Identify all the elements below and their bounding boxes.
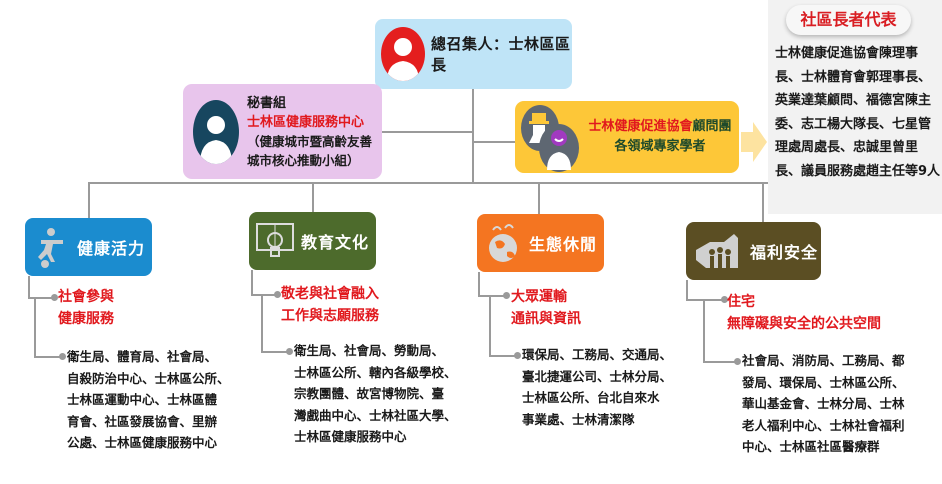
advisory-org: 士林健康促進協會: [588, 119, 693, 134]
category-label: 教育文化: [301, 233, 370, 252]
agency-line: 灣戲曲中心、士林社區大學、: [294, 407, 457, 423]
connector-line: [762, 182, 764, 222]
connector-line: [489, 296, 491, 356]
connector-dot: [503, 292, 510, 299]
agency-line: 社會局、消防局、工務局、都: [742, 353, 905, 368]
category-agencies: 衛生局、社會局、勞動局、 士林區公所、轄內各級學校、 宗教團體、故宮博物院、臺 …: [294, 340, 457, 448]
secretariat-org: 士林區健康服務中心: [247, 114, 365, 130]
advisory-line2: 各領域專家學者: [614, 139, 706, 154]
secretariat-note-line2: 城市核心推動小組）: [247, 152, 360, 168]
category-label: 健康活力: [77, 239, 146, 258]
agency-line: 中心、士林區社區醫療群: [742, 439, 880, 454]
connector-dot: [274, 291, 281, 298]
person-avatar-icon: [193, 99, 239, 164]
category-focus: 敬老與社會融入 工作與志願服務: [281, 283, 379, 327]
connector-line: [261, 295, 263, 351]
category-agencies: 環保局、工務局、交通局、 臺北捷運公司、士林分局、 士林區公所、台北自來水 事業…: [522, 344, 672, 430]
convener-node: 總召集人：士林區區長: [375, 19, 572, 89]
secretariat-title: 秘書組: [247, 95, 287, 111]
category-focus: 社會參與 健康服務: [58, 286, 114, 330]
category-label: 福利安全: [750, 243, 819, 262]
focus-line: 工作與志願服務: [281, 308, 379, 324]
category-focus: 住宅 無障礙與安全的公共空間: [727, 291, 881, 335]
category-education-culture: 教育文化: [249, 212, 376, 270]
focus-line: 無障礙與安全的公共空間: [727, 316, 881, 332]
agency-line: 育會、社區發展協會、里辦: [67, 413, 218, 429]
person-avatar-icon: [381, 27, 425, 81]
focus-line: 敬老與社會融入: [281, 286, 379, 302]
agency-line: 臺北捷運公司、士林分局、: [522, 368, 673, 384]
connector-line: [88, 182, 90, 218]
advisory-node: 士林健康促進協會顧問團 各領域專家學者: [515, 101, 739, 173]
agency-line: 士林區運動中心、士林區體: [67, 392, 218, 407]
connector-line: [261, 351, 287, 353]
category-ecology-leisure: 生態休閒: [477, 214, 604, 272]
category-welfare-safety: 福利安全: [686, 222, 821, 280]
running-soccer-icon: [38, 228, 63, 268]
connector-line: [88, 182, 854, 184]
category-agencies: 社會局、消防局、工務局、都 發局、環保局、士林區公所、 華山基金會、士林分局、士…: [742, 350, 905, 458]
elders-panel: 社區長者代表 士林健康促進協會陳理事長、士林體育會郭理事長、英業達葉顧問、福德宮…: [768, 0, 942, 214]
category-label: 生態休閒: [529, 235, 598, 254]
agency-line: 自殺防治中心、士林區公所、: [67, 370, 230, 386]
agency-line: 環保局、工務局、交通局、: [522, 347, 673, 362]
agency-line: 發局、環保局、士林區公所、: [742, 374, 905, 390]
focus-line: 通訊與資訊: [511, 311, 581, 327]
category-agencies: 衛生局、體育局、社會局、 自殺防治中心、士林區公所、 士林區運動中心、士林區體 …: [67, 346, 230, 454]
secretariat-node: 秘書組 士林區健康服務中心 （健康城市暨高齡友善 城市核心推動小組）: [183, 84, 382, 179]
connector-line: [478, 295, 504, 297]
agency-line: 衛生局、體育局、社會局、: [67, 349, 218, 364]
connector-line: [703, 361, 735, 363]
connector-line: [489, 355, 515, 357]
connector-dot: [286, 348, 293, 355]
arrow-right-icon: [741, 122, 767, 162]
focus-line: 住宅: [727, 294, 755, 310]
connector-dot: [51, 294, 58, 301]
secretariat-note-line1: （健康城市暨高齡友善: [247, 133, 373, 149]
convener-label: 總召集人：士林區區長: [431, 35, 571, 74]
advisory-org-suffix: 顧問團: [692, 119, 732, 134]
connector-line: [472, 141, 515, 143]
connector-line: [382, 131, 474, 133]
focus-line: 大眾運輸: [511, 289, 567, 305]
agency-line: 士林區公所、轄內各級學校、: [294, 364, 457, 380]
focus-line: 社會參與: [58, 289, 114, 305]
agency-line: 事業處、士林清潔隊: [522, 411, 635, 427]
elders-title: 社區長者代表: [786, 5, 911, 35]
connector-line: [538, 182, 540, 214]
connector-line: [28, 276, 30, 298]
category-focus: 大眾運輸 通訊與資訊: [511, 286, 581, 330]
connector-dot: [721, 296, 728, 303]
agency-line: 華山基金會、士林分局、士林: [742, 396, 905, 411]
connector-line: [34, 298, 36, 356]
connector-line: [478, 272, 480, 296]
agency-line: 士林區健康服務中心: [294, 429, 407, 444]
book-lightbulb-icon: [256, 223, 294, 257]
connector-line: [251, 294, 275, 296]
connector-line: [703, 300, 705, 362]
focus-line: 健康服務: [58, 311, 114, 327]
connector-line: [28, 297, 52, 299]
elders-body: 士林健康促進協會陳理事長、士林體育會郭理事長、英業達葉顧問、福德宮陳主委、志工楊…: [775, 46, 941, 179]
globe-sprouts-icon: [489, 224, 517, 262]
agency-line: 士林區公所、台北自來水: [522, 390, 660, 405]
category-health-vitality: 健康活力: [25, 218, 152, 276]
agency-line: 老人福利中心、士林社會福利: [742, 417, 905, 433]
hand-family-icon: [696, 234, 738, 268]
two-experts-icon: [521, 102, 581, 172]
connector-line: [472, 89, 474, 183]
connector-line: [251, 270, 253, 294]
agency-line: 衛生局、社會局、勞動局、: [294, 343, 445, 358]
connector-dot: [59, 353, 66, 360]
connector-dot: [514, 352, 521, 359]
connector-line: [312, 182, 314, 212]
connector-line: [34, 356, 60, 358]
agency-line: 宗教團體、故宮博物院、臺: [294, 386, 445, 401]
connector-dot: [734, 358, 741, 365]
agency-line: 公處、士林區健康服務中心: [67, 435, 218, 450]
connector-line: [686, 280, 688, 300]
